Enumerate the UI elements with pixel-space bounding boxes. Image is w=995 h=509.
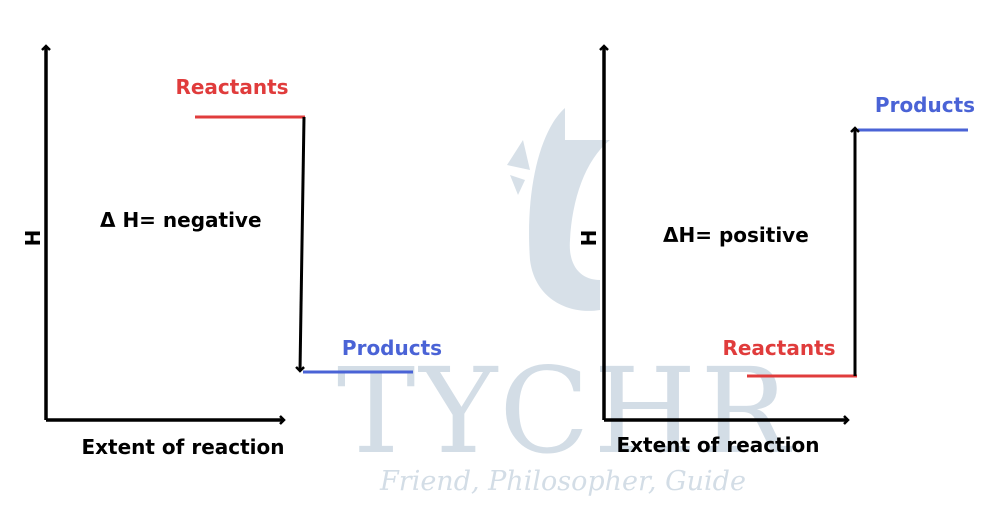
y-axis-label: H: [21, 230, 45, 247]
watermark-brand: TYCHR: [337, 342, 794, 480]
x-axis-label: Extent of reaction: [616, 433, 819, 457]
reactants-label: Reactants: [175, 75, 288, 99]
delta-h-label: ΔH= positive: [663, 223, 809, 247]
tychr-logo-watermark: [507, 108, 610, 311]
watermark-tagline: Friend, Philosopher, Guide: [379, 466, 746, 497]
products-label: Products: [342, 336, 442, 360]
delta-h-label: Δ H= negative: [100, 208, 262, 232]
endothermic-diagram: Reactants Products ΔH= positive H Extent…: [577, 44, 975, 457]
products-label: Products: [875, 93, 975, 117]
y-axis-label: H: [577, 230, 601, 247]
x-axis-label: Extent of reaction: [81, 435, 284, 459]
enthalpy-decrease-arrow: [295, 116, 306, 373]
reactants-label: Reactants: [722, 336, 835, 360]
exothermic-diagram: Reactants Products Δ H= negative H Exten…: [21, 44, 442, 459]
